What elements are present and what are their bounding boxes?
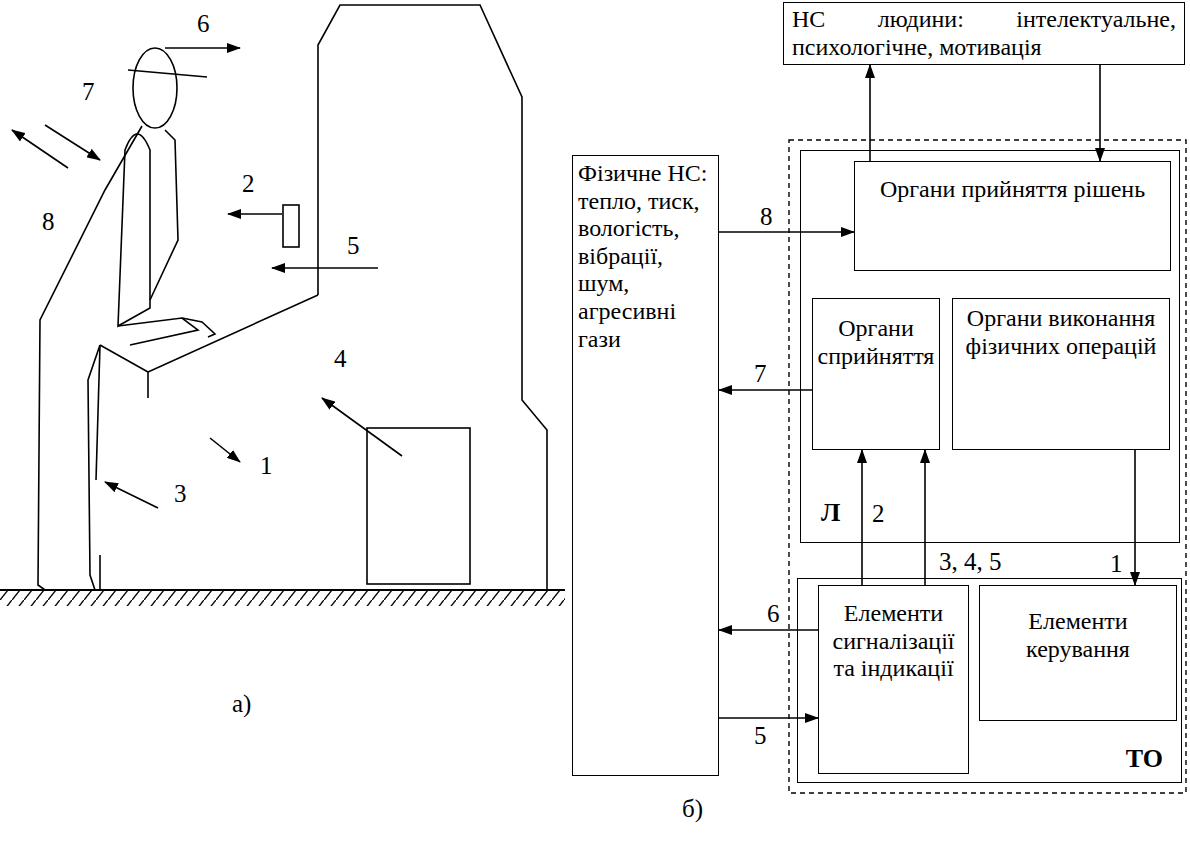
edge-label: 2: [870, 500, 887, 528]
figure-line: [322, 398, 402, 456]
process-box: Органи прийняття рішень: [854, 161, 1171, 271]
box-text: Елементи керування: [984, 608, 1172, 663]
figure-line: [100, 345, 148, 372]
process-box: Органи виконання фізичних операцій: [952, 298, 1170, 450]
figure-line: [0, 591, 565, 606]
callout-number: 8: [40, 208, 57, 236]
edge-label: 8: [758, 203, 775, 231]
callout-number: 6: [195, 10, 212, 38]
callout-number: 1: [258, 452, 275, 480]
flow-arrow: [861, 450, 863, 585]
callout-number: 4: [332, 345, 349, 373]
edge-label: 5: [752, 722, 769, 750]
process-box: Елементи сигналізації та індикації: [818, 585, 969, 774]
flow-arrow: [719, 231, 854, 233]
object-box: ТО Елементи сигналізації та індикації Елем…: [797, 578, 1182, 783]
figure-line: [150, 130, 178, 300]
figure-line: [38, 126, 142, 590]
figure-line: [272, 267, 378, 269]
flow-arrow: [719, 629, 818, 631]
figure-line: [148, 295, 318, 398]
box-text: Органи прийняття рішень: [863, 176, 1162, 204]
flow-arrow: [924, 450, 926, 585]
callout-number: 7: [80, 78, 97, 106]
figure-line: [133, 48, 177, 128]
human-box: Л Органи прийняття рішеньОргани сприйнятт…: [800, 150, 1180, 543]
system-boundary: [789, 140, 1186, 793]
flow-arrow: [1134, 450, 1136, 585]
figure-line: [128, 70, 207, 77]
block-letter: ТО: [1126, 744, 1163, 774]
figure-line: [45, 125, 100, 160]
box-text: Органи сприйняття: [815, 315, 937, 370]
figure-line: [165, 47, 240, 49]
figure-line: [182, 318, 215, 337]
edge-label: 7: [752, 360, 769, 388]
machine-unit: [367, 428, 470, 584]
box-text: НС людини: інтелектуальне, психологічне,…: [792, 6, 1176, 61]
figure-line: [12, 130, 68, 168]
environment-box: НС людини: інтелектуальне, психологічне,…: [783, 2, 1185, 65]
box-text: Елементи сигналізації та індикації: [822, 600, 965, 683]
operator-figure: [38, 48, 215, 590]
figure-line: [99, 555, 101, 590]
edge-label: 3, 4, 5: [937, 548, 1004, 576]
figure-line: [105, 482, 158, 508]
callout-number: 5: [345, 232, 362, 260]
callout-number: 2: [240, 170, 257, 198]
figure-caption: б): [680, 795, 705, 823]
block-letter: Л: [821, 498, 840, 528]
figure-line: [228, 213, 282, 215]
environment-box: Фізичне НС: тепло, тиск, вологість, вібр…: [572, 155, 719, 776]
machine-outline: [100, 5, 547, 590]
flow-arrow: [719, 717, 818, 719]
process-box: Елементи керування: [979, 585, 1177, 721]
edge-label: 6: [765, 600, 782, 628]
process-box: Органи сприйняття: [812, 298, 940, 450]
flow-arrow: [869, 65, 871, 161]
figure-line: [96, 345, 100, 480]
figure-line: [118, 318, 198, 345]
figure-line: [210, 438, 240, 462]
figure-line: [118, 134, 150, 326]
figure-caption: а): [230, 690, 253, 718]
box-text: Фізичне НС: тепло, тиск, вологість, вібр…: [578, 160, 713, 353]
figure-line: [318, 5, 547, 590]
flow-arrow: [1099, 65, 1101, 161]
indicator-panel: [283, 205, 299, 247]
box-text: Органи виконання фізичних операцій: [957, 305, 1165, 360]
callout-number: 3: [172, 480, 189, 508]
impact-arrows: [12, 48, 402, 508]
edge-label: 1: [1108, 550, 1125, 578]
floor: [0, 590, 565, 606]
flow-arrow: [719, 389, 812, 391]
